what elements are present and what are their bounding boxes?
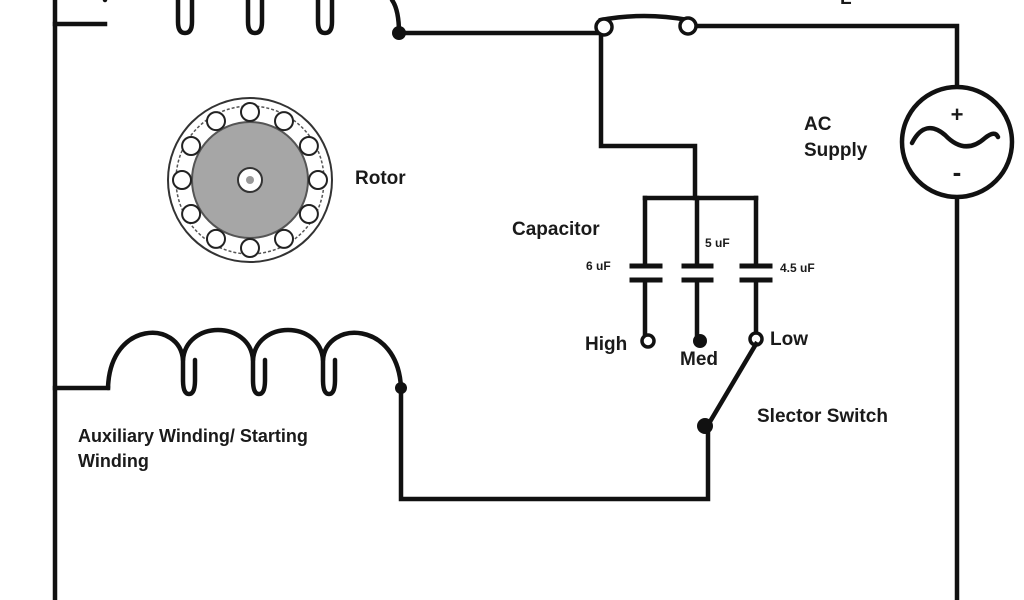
rotor-label: Rotor	[355, 168, 406, 189]
high-label: High	[585, 334, 627, 355]
rotor-slot	[206, 111, 226, 132]
capacitor-4-5uf-label: 4.5 uF	[780, 261, 815, 275]
rotor-slot	[274, 111, 294, 132]
selector-switch-blade	[704, 340, 760, 429]
low-label: Low	[770, 329, 808, 350]
capacitor-6uf-label: 6 uF	[586, 259, 611, 273]
top-link-switch	[594, 13, 698, 37]
rotor-slot	[240, 102, 260, 122]
capacitor-5uf-label: 5 uF	[705, 236, 730, 250]
aux-winding-label-line2: Winding	[78, 451, 149, 471]
rotor-slots	[172, 102, 328, 258]
rotor-slot	[181, 204, 202, 224]
capacitor-bank	[629, 263, 773, 283]
rotor-slot	[240, 238, 260, 258]
rotor-slot	[308, 170, 328, 190]
capacitor-label: Capacitor	[512, 219, 600, 240]
ac-plus-sign: +	[951, 102, 964, 127]
ac-supply-symbol: + -	[899, 84, 1015, 200]
aux-winding-label-line1: Auxiliary Winding/ Starting	[78, 426, 308, 446]
link-terminal-left	[594, 17, 614, 37]
selector-switch-pivot	[697, 418, 713, 434]
top-right-partial-label: L	[840, 0, 852, 9]
rotor-slot	[172, 170, 192, 190]
ac-supply-label-line1: AC	[804, 114, 832, 135]
rotor-slot	[298, 136, 319, 156]
main-winding	[102, 0, 402, 36]
auxiliary-winding	[105, 327, 404, 397]
terminal-med	[693, 334, 707, 348]
med-label: Med	[680, 349, 718, 370]
wires	[52, 0, 960, 600]
ac-supply-label-line2: Supply	[804, 140, 868, 161]
ac-minus-sign: -	[953, 157, 962, 187]
rotor-slot	[206, 228, 226, 249]
rotor-slot	[274, 228, 294, 249]
link-terminal-right	[678, 16, 698, 36]
rotor-symbol	[167, 97, 333, 263]
junction-main-winding	[392, 26, 406, 40]
rotor-slot	[298, 204, 319, 224]
rotor-slot	[181, 136, 202, 156]
selector-switch-label: Slector Switch	[757, 406, 888, 427]
terminal-high	[640, 333, 656, 349]
